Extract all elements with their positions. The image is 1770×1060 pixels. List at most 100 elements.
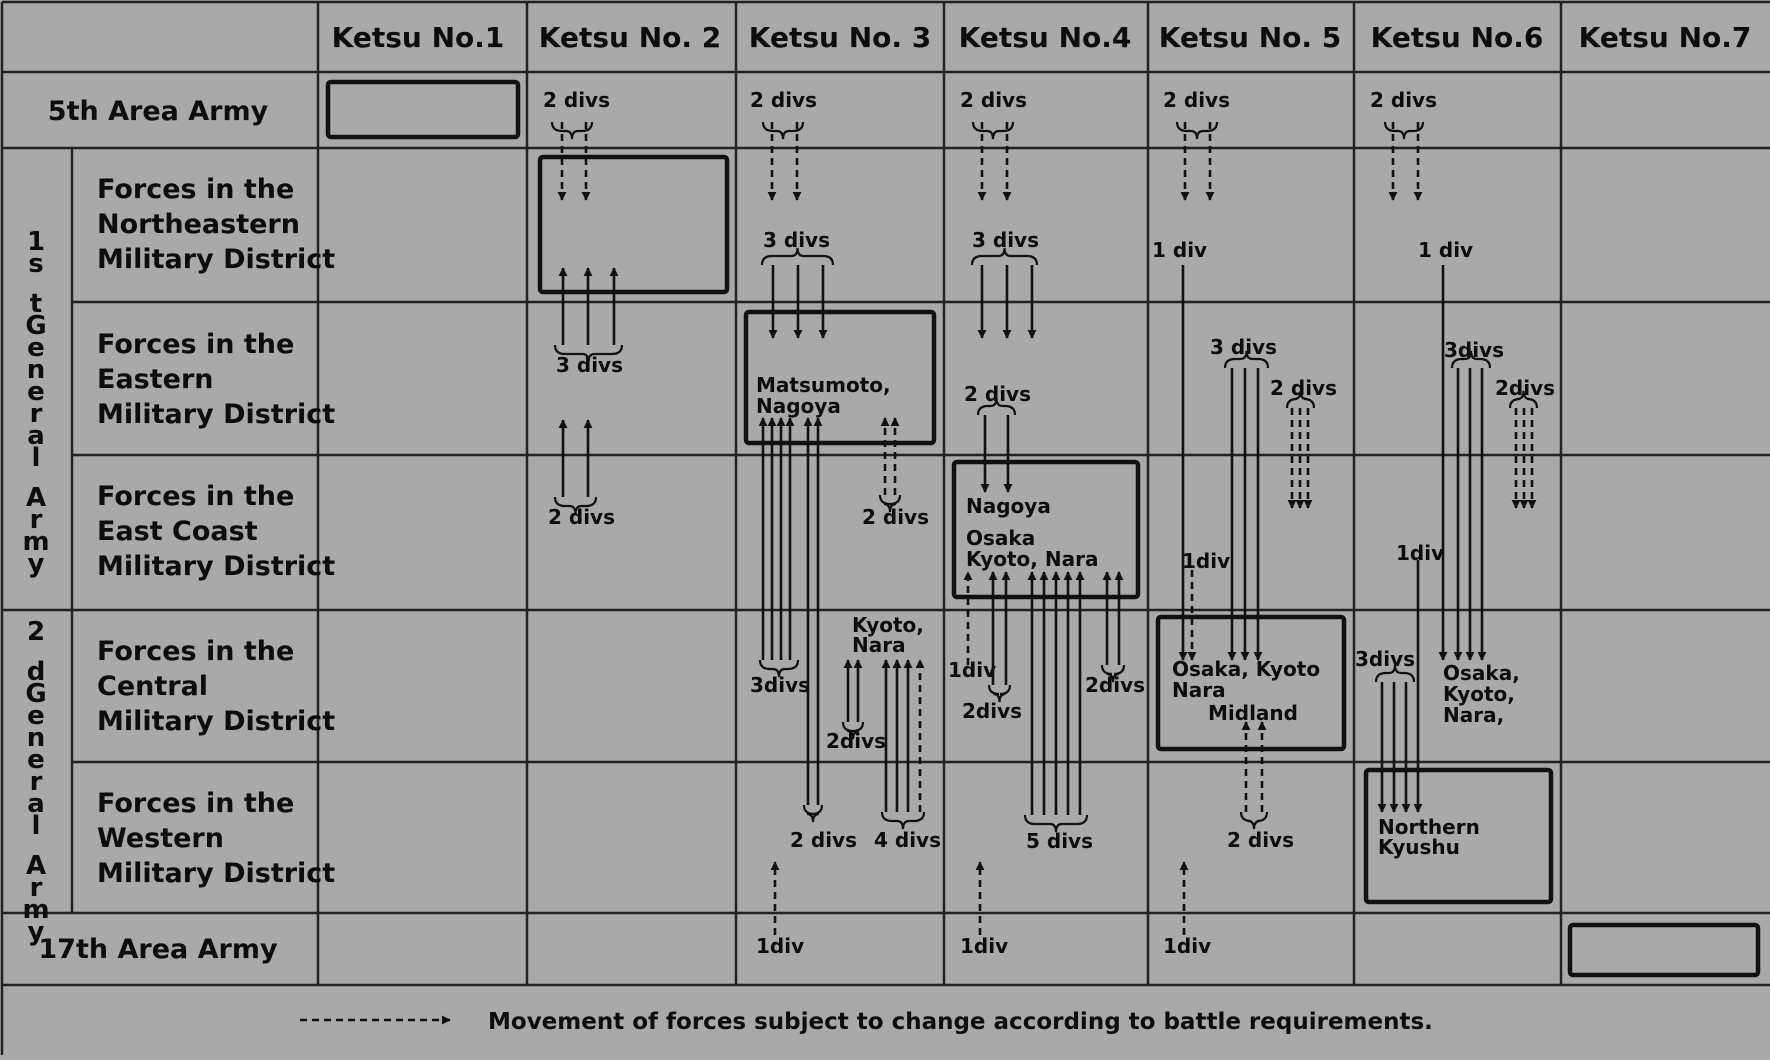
svg-text:Forces in the: Forces in the: [97, 174, 294, 205]
svg-text:e: e: [27, 333, 45, 363]
svg-text:Western: Western: [97, 823, 224, 854]
brace-k3-3divs: [760, 247, 835, 266]
svg-text:Northeastern: Northeastern: [97, 209, 300, 240]
box-ketsu-1-5th-area-army: [325, 79, 521, 140]
svg-text:s: s: [28, 249, 43, 279]
box-ketsu-2-northeastern: [537, 154, 730, 295]
place-kyushu: Kyushu: [1378, 835, 1460, 859]
svg-text:Military District: Military District: [97, 858, 335, 889]
place-midland: Midland: [1208, 701, 1298, 725]
place-osaka-k4: Osaka: [966, 526, 1035, 550]
label-k5-1div-17th: 1div: [1163, 934, 1211, 958]
svg-text:Forces in the: Forces in the: [97, 481, 294, 512]
svg-text:Military District: Military District: [97, 706, 335, 737]
brace-k2-2divs: [553, 496, 598, 515]
svg-text:y: y: [28, 549, 45, 579]
svg-text:A: A: [26, 483, 46, 513]
svg-text:n: n: [27, 723, 46, 753]
svg-text:Military District: Military District: [97, 551, 335, 582]
label-k6-1div: 1 div: [1418, 238, 1473, 262]
label-k2-2divs: 2 divs: [543, 88, 610, 112]
svg-text:m: m: [22, 895, 49, 925]
svg-text:Eastern: Eastern: [97, 364, 214, 395]
brace-k2-top: [550, 121, 594, 140]
brace-k5-2divs-western: [1239, 811, 1269, 830]
svg-text:m: m: [22, 527, 49, 557]
brace-k3-2divs-western: [802, 804, 824, 823]
label-k5-2divs: 2 divs: [1163, 88, 1230, 112]
label-k3-3divs-central: 3divs: [750, 673, 810, 697]
row-label-central: Forces in the Central Military District: [97, 636, 335, 737]
label-k3-2divs-central: 2divs: [826, 729, 886, 753]
svg-text:Forces in the: Forces in the: [97, 636, 294, 667]
svg-text:y: y: [28, 917, 45, 947]
label-k6-3divs-central: 3divs: [1355, 647, 1415, 671]
label-k2-2divs-ec: 2 divs: [548, 505, 615, 529]
row-label-17th-area-army: 17th Area Army: [38, 934, 278, 965]
label-k4-1div-17th: 1div: [960, 934, 1008, 958]
svg-text:t: t: [30, 289, 42, 319]
place-nara: Nara: [852, 633, 906, 657]
svg-text:G: G: [25, 311, 46, 341]
svg-text:r: r: [30, 399, 43, 429]
place-nara-k6: Nara,: [1443, 703, 1504, 727]
place-kyoto-k6: Kyoto,: [1443, 682, 1515, 706]
svg-text:e: e: [27, 701, 45, 731]
svg-text:2: 2: [27, 617, 45, 647]
column-header-ketsu-7: Ketsu No.7: [1579, 21, 1752, 54]
box-ketsu-6-western: [1363, 767, 1554, 905]
place-northern: Northern: [1378, 815, 1480, 839]
brace-k4-5divs: [1023, 814, 1089, 833]
brace-k2-3divs: [553, 344, 624, 363]
svg-text:Forces in the: Forces in the: [97, 329, 294, 360]
label-k5-2divs-east: 2 divs: [1270, 376, 1337, 400]
place-osaka-k6: Osaka,: [1443, 661, 1520, 685]
label-k2-3divs: 3 divs: [556, 353, 623, 377]
column-header-ketsu-3: Ketsu No. 3: [749, 21, 931, 54]
brace-k3-2divs-ec: [878, 494, 902, 513]
label-k4-2divs: 2 divs: [960, 88, 1027, 112]
brace-k3-2divs-central: [841, 721, 865, 740]
label-k6-1div-ec: 1div: [1396, 541, 1444, 565]
label-k5-1div-ec: 1div: [1182, 549, 1230, 573]
label-k4-2divs-central: 2divs: [962, 699, 1022, 723]
svg-text:A: A: [26, 851, 46, 881]
box-ketsu-7-17th-area-army: [1567, 922, 1761, 978]
svg-text:East Coast: East Coast: [97, 516, 258, 547]
svg-text:a: a: [27, 789, 45, 819]
place-nara-k5: Nara: [1172, 678, 1226, 702]
svg-text:Military District: Military District: [97, 399, 335, 430]
box-ketsu-3-eastern: [743, 309, 937, 446]
place-matsumoto: Matsumoto,: [756, 373, 891, 397]
legend: Movement of forces subject to change acc…: [300, 1009, 1433, 1035]
label-k3-4divs: 4 divs: [874, 828, 941, 852]
brace-k3-4divs: [880, 811, 926, 830]
place-kyoto: Kyoto,: [852, 613, 924, 637]
row-label-northeastern: Forces in the Northeastern Military Dist…: [97, 174, 335, 275]
place-nagoya-k4: Nagoya: [966, 494, 1051, 518]
brace-k5-top: [1175, 121, 1219, 140]
row-label-5th-area-army: 5th Area Army: [48, 96, 269, 127]
column-header-ketsu-4: Ketsu No.4: [959, 21, 1132, 54]
brace-k4-top: [971, 121, 1015, 140]
brace-k3-top: [761, 121, 805, 140]
place-nagoya: Nagoya: [756, 394, 841, 418]
svg-text:Central: Central: [97, 671, 208, 702]
row-label-western: Forces in the Western Military District: [97, 788, 335, 889]
svg-text:Forces in the: Forces in the: [97, 788, 294, 819]
brace-k6-3divs-central: [1374, 664, 1416, 683]
label-k3-1div-17th: 1div: [756, 934, 804, 958]
label-k5-2divs-western: 2 divs: [1227, 828, 1294, 852]
brace-k4-2divs: [976, 397, 1017, 416]
column-header-ketsu-5: Ketsu No. 5: [1159, 21, 1341, 54]
label-k3-2divs-ec: 2 divs: [862, 505, 929, 529]
column-header-ketsu-2: Ketsu No. 2: [539, 21, 721, 54]
box-ketsu-5-central: [1155, 614, 1347, 752]
brace-k4-2divs-central: [987, 684, 1012, 703]
label-k5-1div: 1 div: [1152, 238, 1207, 262]
